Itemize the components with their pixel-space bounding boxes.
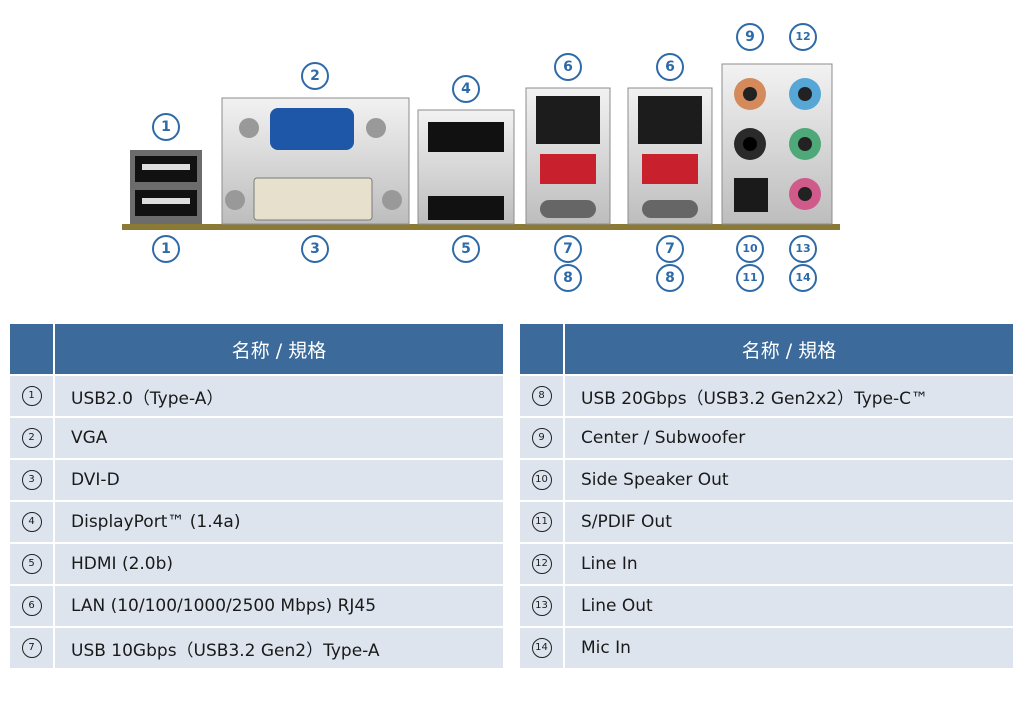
callout-8-a: 8: [554, 264, 582, 292]
table-row: 10 Side Speaker Out: [520, 460, 1013, 500]
table-row: 8 USB 20Gbps（USB3.2 Gen2x2）Type-C™: [520, 376, 1013, 416]
row-spec: DVI-D: [55, 460, 503, 500]
table-row: 7 USB 10Gbps（USB3.2 Gen2）Type-A: [10, 628, 503, 668]
row-spec: Line In: [565, 544, 1013, 584]
table-row: 5 HDMI (2.0b): [10, 544, 503, 584]
table-row: 4 DisplayPort™ (1.4a): [10, 502, 503, 542]
io-panel-svg: [122, 63, 840, 230]
header-index-cell: [10, 324, 53, 374]
lan-port-b: [638, 96, 702, 144]
table-row: 12 Line In: [520, 544, 1013, 584]
callout-6-b: 6: [656, 53, 684, 81]
row-spec: USB 10Gbps（USB3.2 Gen2）Type-A: [55, 628, 503, 668]
table-header: 名称 / 規格: [520, 324, 1013, 374]
callout-1-top: 1: [152, 113, 180, 141]
row-index: 6: [21, 596, 42, 616]
usbc-port-a: [540, 200, 596, 218]
header-index-cell: [520, 324, 563, 374]
callout-7-a: 7: [554, 235, 582, 263]
row-index: 12: [531, 554, 552, 574]
audio-jack-block: [721, 63, 833, 225]
row-spec: Line Out: [565, 586, 1013, 626]
callout-10: 10: [736, 235, 764, 263]
hdmi-port: [428, 196, 504, 220]
row-index: 9: [531, 428, 552, 448]
table-row: 14 Mic In: [520, 628, 1013, 668]
row-spec: DisplayPort™ (1.4a): [55, 502, 503, 542]
callout-14: 14: [789, 264, 817, 292]
row-spec: Side Speaker Out: [565, 460, 1013, 500]
callout-5: 5: [452, 235, 480, 263]
lan-usb-stack-b: [627, 87, 713, 225]
row-spec: USB 20Gbps（USB3.2 Gen2x2）Type-C™: [565, 376, 1013, 416]
callout-9: 9: [736, 23, 764, 51]
table-row: 2 VGA: [10, 418, 503, 458]
row-index: 8: [531, 386, 552, 406]
dp-hdmi-shield: [417, 109, 515, 225]
callout-11: 11: [736, 264, 764, 292]
dvi-port: [253, 177, 373, 221]
spdif-port: [734, 178, 768, 212]
callout-2: 2: [301, 62, 329, 90]
lan-usb-stack-a: [525, 87, 611, 225]
row-index: 1: [21, 386, 42, 406]
row-index: 4: [21, 512, 42, 532]
lan-port-a: [536, 96, 600, 144]
row-spec: USB2.0（Type-A）: [55, 376, 503, 416]
row-index: 11: [531, 512, 552, 532]
row-index: 7: [21, 638, 42, 658]
callout-12: 12: [789, 23, 817, 51]
row-spec: Mic In: [565, 628, 1013, 668]
row-spec: HDMI (2.0b): [55, 544, 503, 584]
callout-7-b: 7: [656, 235, 684, 263]
row-index: 13: [531, 596, 552, 616]
row-spec: LAN (10/100/1000/2500 Mbps) RJ45: [55, 586, 503, 626]
row-index: 14: [531, 638, 552, 658]
io-panel-illustration: 1 2 4 6 6 9 12 1 3 5 7 8 7 8 10 11 13 14: [0, 0, 1020, 300]
callout-6-a: 6: [554, 53, 582, 81]
usb10-port-a: [540, 154, 596, 184]
usb2-port-stack: [130, 150, 202, 224]
row-spec: VGA: [55, 418, 503, 458]
table-row: 11 S/PDIF Out: [520, 502, 1013, 542]
callout-8-b: 8: [656, 264, 684, 292]
usbc-port-b: [642, 200, 698, 218]
row-index: 2: [21, 428, 42, 448]
row-spec: S/PDIF Out: [565, 502, 1013, 542]
pcb-edge: [122, 224, 840, 230]
header-title: 名称 / 規格: [565, 324, 1013, 374]
row-index: 3: [21, 470, 42, 490]
vga-dvi-shield: [221, 97, 410, 225]
spec-table-right: 名称 / 規格 8 USB 20Gbps（USB3.2 Gen2x2）Type-C…: [520, 324, 1013, 670]
spec-table-left: 名称 / 規格 1 USB2.0（Type-A） 2 VGA 3 DVI-D 4 Dis…: [10, 324, 503, 670]
header-title: 名称 / 規格: [55, 324, 503, 374]
callout-1-bottom: 1: [152, 235, 180, 263]
displayport-port: [428, 122, 504, 152]
table-row: 3 DVI-D: [10, 460, 503, 500]
callout-13: 13: [789, 235, 817, 263]
table-header: 名称 / 規格: [10, 324, 503, 374]
table-row: 6 LAN (10/100/1000/2500 Mbps) RJ45: [10, 586, 503, 626]
table-row: 9 Center / Subwoofer: [520, 418, 1013, 458]
row-index: 10: [531, 470, 552, 490]
row-index: 5: [21, 554, 42, 574]
usb10-port-b: [642, 154, 698, 184]
vga-port: [270, 108, 354, 150]
table-row: 13 Line Out: [520, 586, 1013, 626]
callout-4: 4: [452, 75, 480, 103]
row-spec: Center / Subwoofer: [565, 418, 1013, 458]
callout-3: 3: [301, 235, 329, 263]
table-row: 1 USB2.0（Type-A）: [10, 376, 503, 416]
